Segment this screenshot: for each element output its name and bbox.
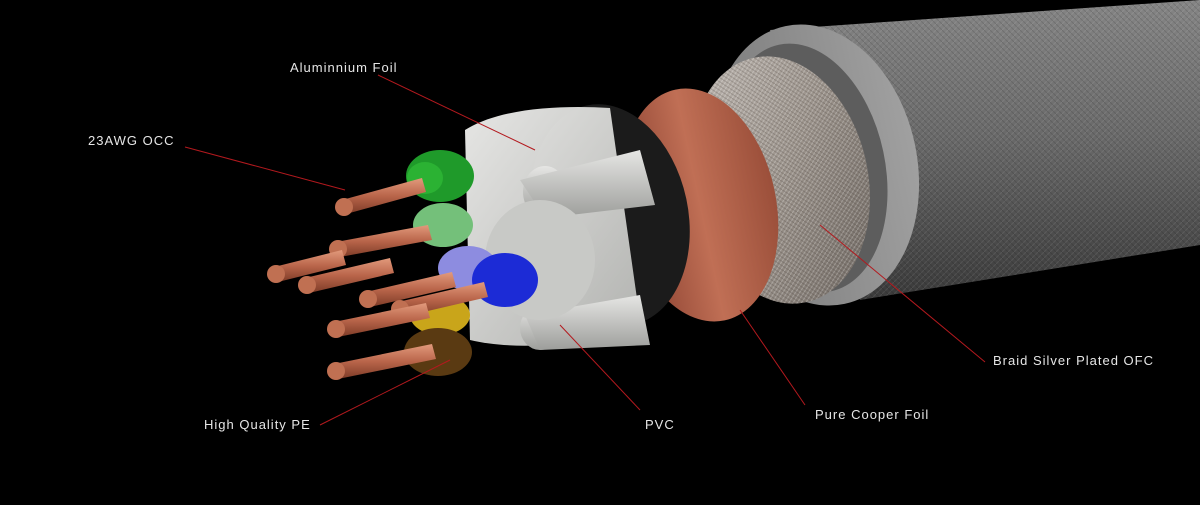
label-pvc: PVC <box>645 417 675 432</box>
callout-lines <box>184 74 986 426</box>
core-blue <box>472 253 538 307</box>
aluminium-foil <box>465 104 690 350</box>
core-brown <box>404 328 472 376</box>
label-high-quality-pe: High Quality PE <box>204 417 311 432</box>
label-pure-cooper-foil: Pure Cooper Foil <box>815 407 930 422</box>
callout-line-pvc <box>559 324 641 411</box>
conductor <box>298 258 394 294</box>
callout-line-awg <box>184 146 346 191</box>
callout-line-aluminium <box>377 74 536 151</box>
conductor <box>359 272 456 308</box>
callout-line-copper <box>739 309 806 406</box>
label-23awg-occ: 23AWG OCC <box>88 133 175 148</box>
label-braid-silver-plated-ofc: Braid Silver Plated OFC <box>993 353 1154 368</box>
conductor <box>327 303 430 338</box>
conductor <box>335 178 426 216</box>
label-aluminium-foil: Aluminnium Foil <box>290 60 398 75</box>
callout-line-pe <box>319 359 451 426</box>
callout-line-braid <box>819 224 986 363</box>
conductor <box>327 344 436 380</box>
copper-conductors <box>267 178 488 380</box>
conductor <box>329 225 432 258</box>
conductor <box>267 250 346 283</box>
